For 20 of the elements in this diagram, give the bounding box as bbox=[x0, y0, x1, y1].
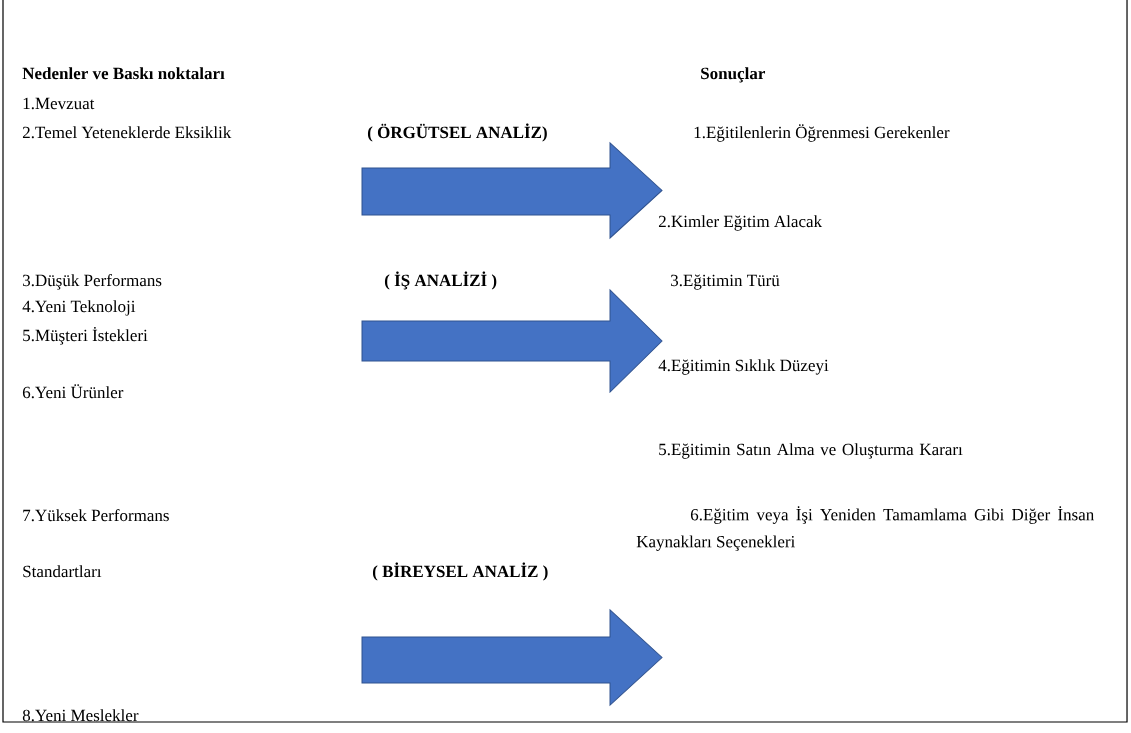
list-item: 6.Eğitim veya İşi Yeniden Tamamlama Gibi Diğer İnsan Kaynakları Seçenekleri bbox=[636, 506, 1094, 551]
arrow-label: ( BİREYSEL ANALİZ ) bbox=[372, 562, 548, 581]
list-item: 3.Düşük Performans bbox=[23, 274, 162, 290]
column-heading: Sonuçlar bbox=[701, 67, 765, 83]
arrow-label: ( ÖRGÜTSEL ANALİZ) bbox=[367, 123, 547, 142]
arrow-label: ( İŞ ANALİZİ ) bbox=[384, 271, 497, 290]
list-item: 3.Eğitimin Türü bbox=[671, 274, 780, 290]
list-item: Standartları bbox=[23, 565, 102, 578]
list-item: 1.Eğitilenlerin Öğrenmesi Gerekenler bbox=[694, 124, 950, 142]
list-item: 5.Eğitimin Satın Alma ve Oluşturma Kararı bbox=[659, 443, 963, 459]
list-item: 1.Mevzuat bbox=[23, 97, 95, 110]
list-item: 4.Eğitimin Sıklık Düzeyi bbox=[658, 359, 829, 375]
list-item: 5.Müşteri İstekleri bbox=[23, 326, 148, 345]
list-item: 2.Temel Yeteneklerde Eksiklik bbox=[22, 126, 232, 139]
list-item: 7.Yüksek Performans bbox=[23, 509, 169, 522]
list-item: 2.Kimler Eğitim Alacak bbox=[658, 215, 823, 231]
list-item: 6.Yeni Ürünler bbox=[22, 384, 124, 399]
list-item: 8.Yeni Meslekler bbox=[22, 709, 139, 722]
list-item: 4.Yeni Teknoloji bbox=[22, 300, 136, 316]
column-heading: Nedenler ve Baskı noktaları bbox=[22, 67, 225, 80]
